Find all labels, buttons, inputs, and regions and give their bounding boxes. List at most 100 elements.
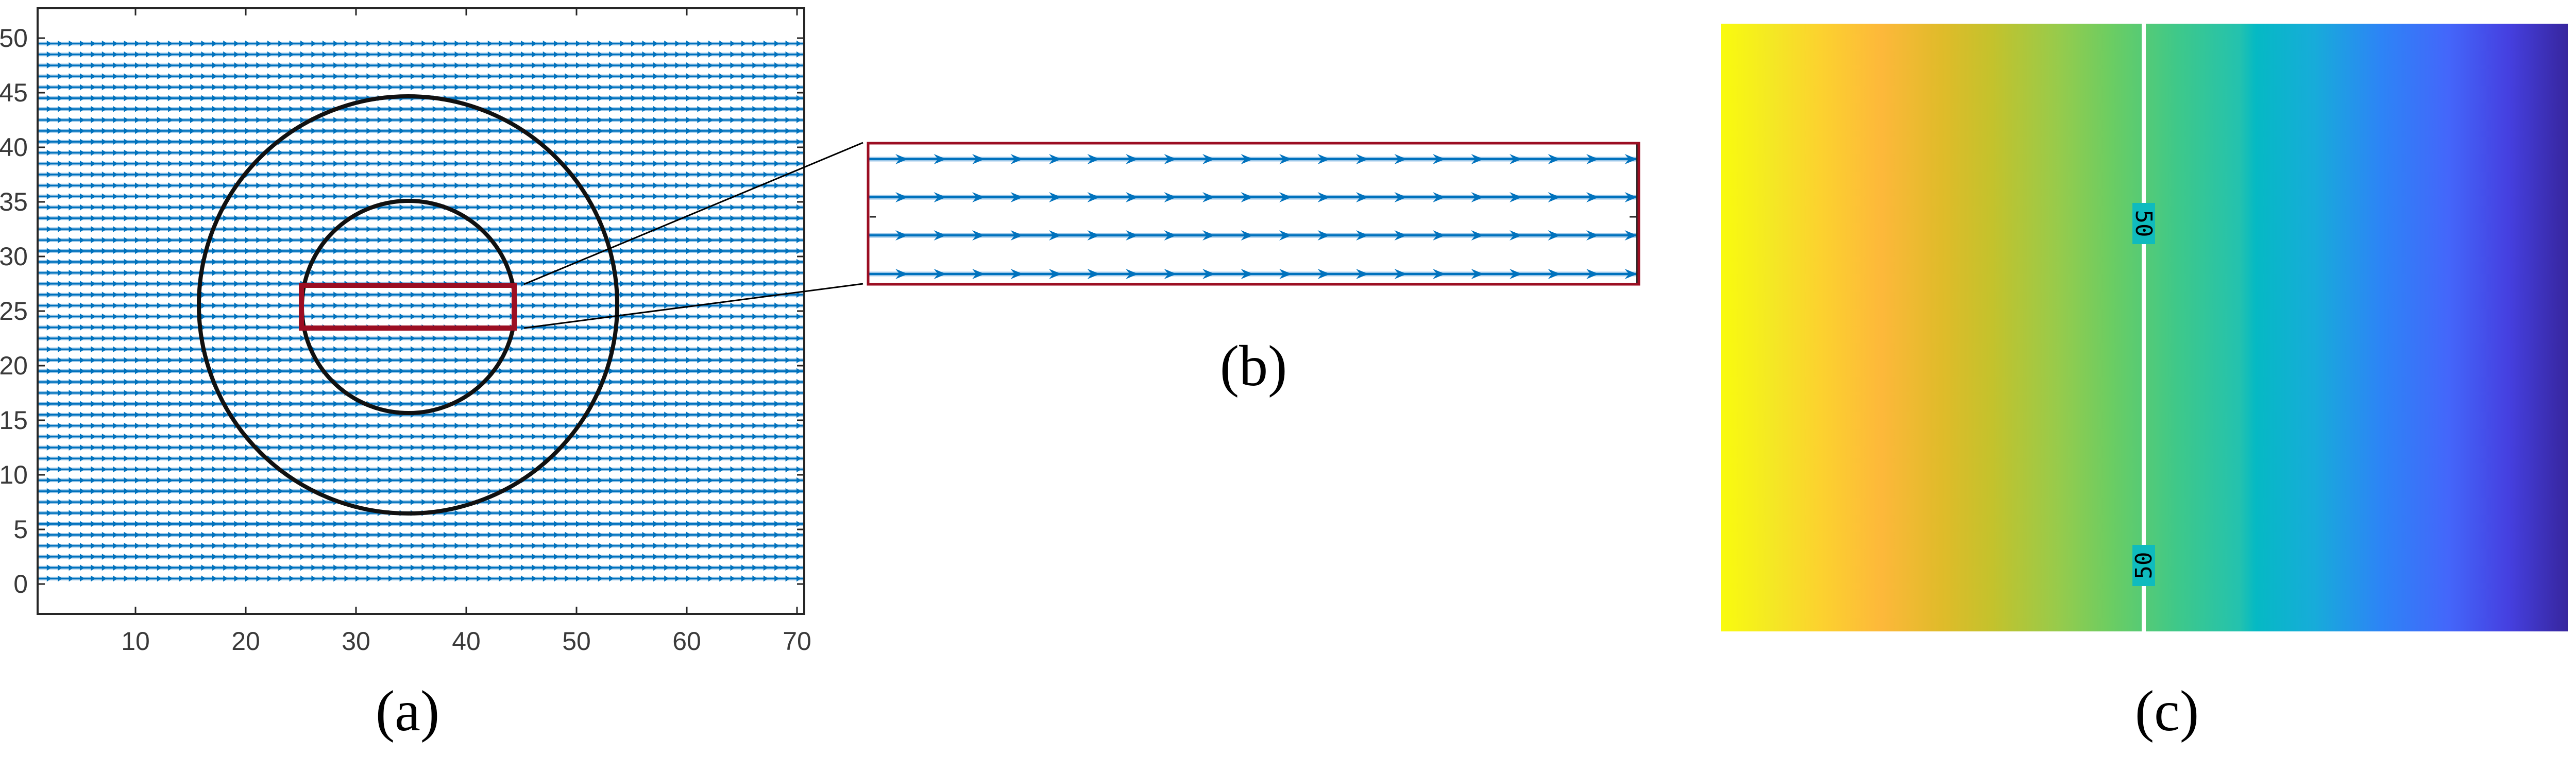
arrow-icon (388, 237, 394, 244)
arrow-icon (785, 51, 790, 58)
arrow-icon (113, 368, 118, 374)
arrow-icon (101, 291, 107, 298)
arrow-icon (411, 73, 415, 80)
arrow-icon (388, 422, 394, 429)
arrow-icon (521, 171, 526, 178)
arrow-icon (444, 379, 449, 385)
arrow-icon (686, 466, 691, 473)
arrow-icon (432, 564, 437, 571)
arrow-icon (223, 488, 228, 494)
arrow-icon (80, 149, 84, 156)
arrow-icon (91, 346, 96, 353)
arrow-icon (730, 182, 735, 189)
arrow-icon (355, 62, 360, 68)
arrow-icon (499, 390, 504, 396)
arrow-icon (686, 51, 691, 58)
arrow-icon (80, 346, 84, 353)
arrow-icon (719, 40, 724, 47)
arrow-icon (201, 84, 206, 91)
arrow-icon (631, 455, 636, 462)
arrow-icon (135, 193, 140, 200)
arrow-icon (58, 411, 63, 418)
arrow-icon (322, 182, 327, 189)
arrow-icon (113, 204, 118, 211)
arrow-icon (543, 554, 548, 560)
arrow-icon (223, 564, 228, 571)
arrow-icon (664, 379, 669, 385)
arrow-icon (256, 542, 261, 549)
arrow-icon (179, 422, 184, 429)
arrow-icon (80, 182, 84, 189)
arrow-icon (91, 51, 96, 58)
arrow-icon (146, 95, 151, 101)
arrow-icon (664, 357, 669, 364)
arrow-icon (565, 226, 570, 232)
arrow-icon (763, 335, 768, 341)
arrow-icon (587, 237, 592, 244)
arrow-icon (598, 40, 603, 47)
arrow-icon (124, 422, 129, 429)
arrow-icon (763, 40, 768, 47)
arrow-icon (543, 106, 548, 112)
arrow-icon (101, 193, 107, 200)
arrow-icon (344, 128, 349, 134)
arrow-icon (157, 106, 162, 112)
arrow-icon (58, 542, 63, 549)
arrow-icon (785, 117, 790, 123)
arrow-icon (686, 237, 691, 244)
arrow-icon (653, 171, 658, 178)
arrow-icon (1010, 230, 1023, 241)
arrow-icon (554, 455, 559, 462)
arrow-icon (510, 346, 515, 353)
arrow-icon (201, 291, 206, 298)
arrow-icon (278, 531, 283, 538)
arrow-icon (697, 542, 702, 549)
arrow-icon (80, 204, 84, 211)
arrow-icon (411, 248, 415, 254)
arrow-icon (124, 521, 129, 527)
arrow-icon (355, 117, 360, 123)
arrow-icon (565, 259, 570, 265)
arrow-icon (774, 182, 779, 189)
arrow-icon (587, 51, 592, 58)
arrow-icon (101, 554, 107, 560)
arrow-icon (69, 499, 74, 505)
arrow-icon (763, 401, 768, 407)
arrow-icon (752, 269, 757, 276)
arrow-icon (697, 269, 702, 276)
arrow-icon (388, 226, 394, 232)
arrow-icon (477, 291, 482, 298)
arrow-icon (444, 171, 449, 178)
arrow-icon (223, 313, 228, 320)
arrow-icon (355, 160, 360, 167)
arrow-icon (201, 313, 206, 320)
arrow-icon (344, 117, 349, 123)
arrow-icon (774, 40, 779, 47)
arrow-icon (653, 444, 658, 451)
arrow-icon (609, 542, 614, 549)
arrow-icon (763, 488, 768, 494)
arrow-icon (466, 40, 470, 47)
arrow-icon (763, 84, 768, 91)
arrow-icon (355, 510, 360, 517)
arrow-icon (653, 411, 658, 418)
arrow-icon (741, 499, 746, 505)
arrow-icon (532, 390, 537, 396)
arrow-icon (598, 575, 603, 582)
arrow-icon (388, 193, 394, 200)
arrow-icon (245, 149, 250, 156)
arrow-icon (532, 444, 537, 451)
arrow-icon (267, 466, 272, 473)
arrow-icon (719, 248, 724, 254)
arrow-icon (58, 226, 63, 232)
arrow-icon (741, 182, 746, 189)
arrow-icon (697, 248, 702, 254)
arrow-icon (785, 95, 790, 101)
arrow-icon (719, 357, 724, 364)
arrow-icon (69, 149, 74, 156)
arrow-icon (432, 182, 437, 189)
arrow-icon (278, 510, 283, 517)
arrow-icon (278, 62, 283, 68)
arrow-icon (796, 554, 801, 560)
arrow-icon (631, 128, 636, 134)
